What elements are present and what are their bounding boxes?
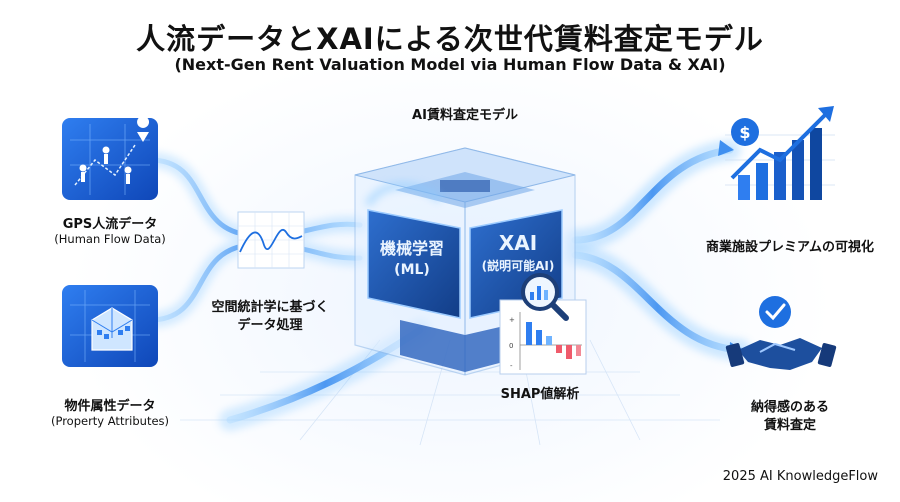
xai-panel-sub: (説明可能AI) [482, 258, 555, 273]
rising-chart-icon: $ [725, 106, 835, 200]
magnifier-icon [521, 273, 569, 321]
output-valuation-line1: 納得感のある [750, 400, 829, 415]
page-title: 人流データとXAIによる次世代賃料査定モデル [136, 22, 764, 56]
input-gps-sublabel: (Human Flow Data) [54, 232, 166, 246]
ml-panel-sub: (ML) [394, 262, 430, 278]
shap-chart-card: + 0 - [499, 299, 587, 375]
page-subtitle: (Next-Gen Rent Valuation Model via Human… [174, 55, 726, 74]
gps-map-icon [62, 116, 158, 200]
output-premium-label: 商業施設プレミアムの可視化 [705, 240, 875, 255]
spatial-statistics-graph [237, 211, 305, 269]
processing-label-line1: 空間統計学に基づく [211, 300, 329, 315]
model-label: AI賃料査定モデル [412, 108, 518, 123]
handshake-icon [725, 296, 837, 370]
output-valuation-line2: 賃料査定 [763, 418, 816, 433]
dollar-glyph: $ [739, 123, 750, 142]
shap-axis-minus: - [510, 362, 513, 370]
shap-label: SHAP値解析 [500, 387, 580, 402]
building-blueprint-icon [62, 285, 158, 367]
footer-credit: 2025 AI KnowledgeFlow [722, 469, 878, 484]
input-property-sublabel: (Property Attributes) [50, 414, 170, 428]
input-property-label: 物件属性データ [64, 399, 156, 414]
xai-panel-title: XAI [499, 231, 537, 255]
processing-label-line2: データ処理 [237, 318, 303, 333]
shap-axis-zero: 0 [509, 342, 513, 350]
ml-panel-title: 機械学習 [380, 239, 444, 258]
input-gps-label: GPS人流データ [62, 217, 158, 232]
shap-axis-plus: + [509, 316, 515, 324]
